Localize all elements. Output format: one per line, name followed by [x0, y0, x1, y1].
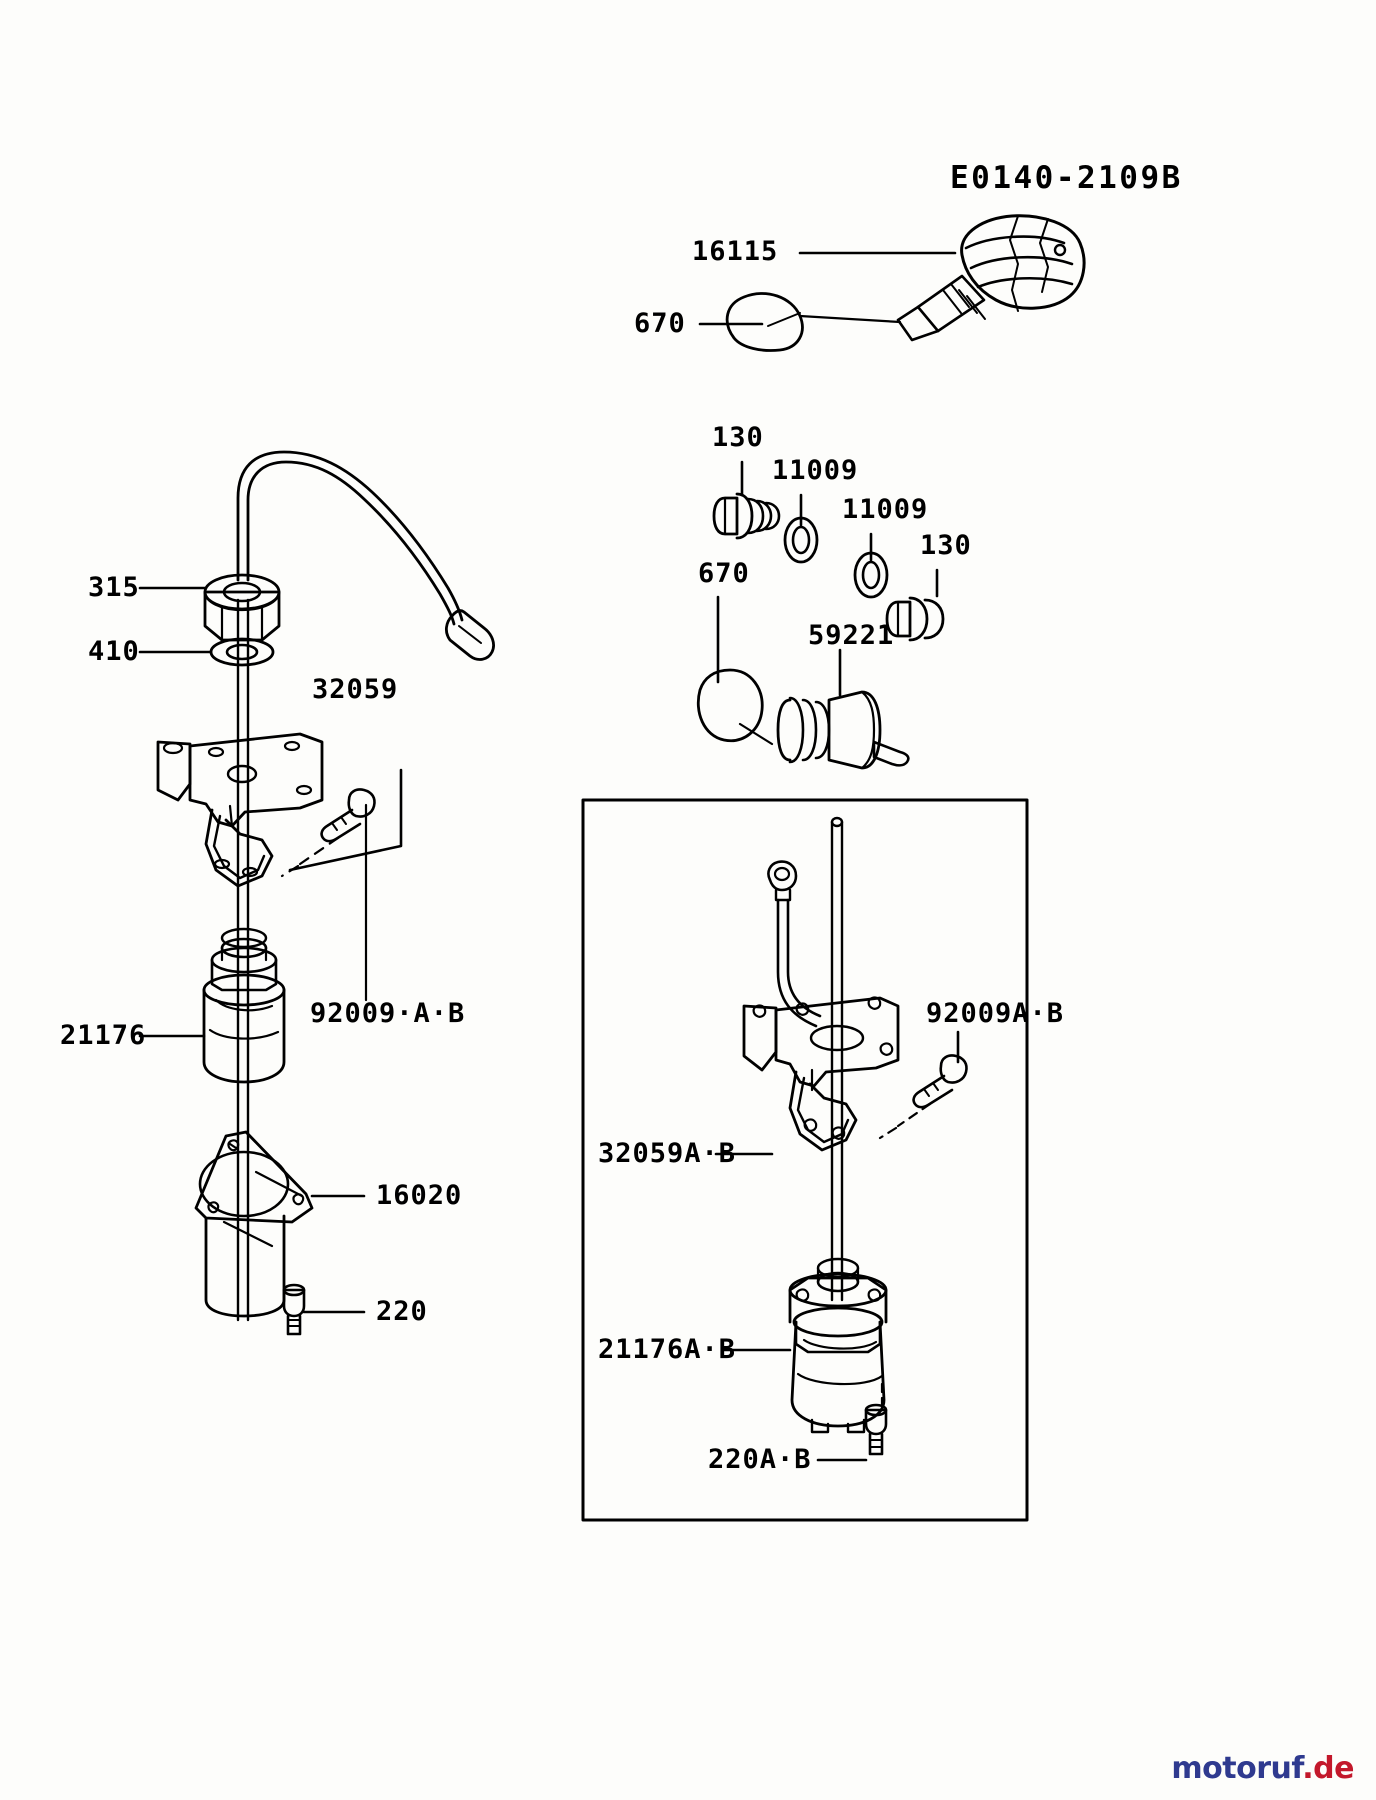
label-drain-plug-right: 130: [920, 530, 972, 561]
label-bolt: 220: [376, 1296, 428, 1327]
label-drain-washer-left: 11009: [772, 455, 859, 486]
label-oil-fill-gasket: 670: [634, 308, 686, 339]
label-drain-plug-left: 130: [712, 422, 764, 453]
drain-plug-icon-left: [712, 492, 781, 540]
label-oil-filter: 21176: [60, 1020, 147, 1051]
oil-filter-body-icon: [202, 927, 286, 1084]
diagram-title: E0140-2109B: [950, 160, 1183, 196]
washer-ring-icon-right: [853, 551, 889, 599]
label-sensor-gasket: 670: [698, 558, 750, 589]
label-inset-screw: 92009A·B: [926, 998, 1065, 1029]
inset-box-frame: [581, 798, 1029, 1522]
bolt-icon: [282, 1283, 306, 1336]
drain-plug-icon-right: [885, 596, 945, 642]
label-inset-filter: 21176A·B: [598, 1334, 737, 1365]
leader-32059: [288, 768, 403, 872]
oil-fill-cap-icon: [896, 214, 1086, 342]
mount-plate-icon: [194, 1130, 314, 1318]
gasket-disc-icon-sensor: [696, 668, 774, 746]
label-nut: 315: [88, 572, 140, 603]
watermark-primary: motoruf: [1171, 1751, 1303, 1786]
label-bracket: 32059: [312, 674, 399, 705]
washer-icon: [209, 637, 275, 667]
inset-bolt-icon: [864, 1382, 888, 1456]
label-screw: 92009·A·B: [310, 998, 466, 1029]
watermark: motoruf.de: [1171, 1751, 1354, 1786]
watermark-suffix: .de: [1302, 1751, 1354, 1786]
bracket-plate-icon: [156, 732, 324, 888]
label-inset-bracket: 32059A·B: [598, 1138, 737, 1169]
inset-screw-icon: [912, 1054, 968, 1109]
label-inset-bolt: 220A·B: [708, 1444, 812, 1475]
label-drain-washer-right: 11009: [842, 494, 929, 525]
inset-filter-icon: [788, 1257, 888, 1434]
oil-level-sensor-icon: [776, 690, 910, 770]
label-gasket-plate: 16020: [376, 1180, 463, 1211]
hex-nut-icon: [203, 573, 281, 642]
label-oil-fill-cap: 16115: [692, 236, 779, 267]
label-washer: 410: [88, 636, 140, 667]
inset-bracket-plate-icon: [742, 996, 900, 1152]
gasket-disc-icon-upper: [725, 292, 902, 352]
label-oil-level-sensor: 59221: [808, 620, 895, 651]
inset-dipstick-icon: [767, 816, 844, 1302]
washer-ring-icon-left: [783, 516, 819, 564]
dipstick-icon: [236, 450, 495, 1322]
